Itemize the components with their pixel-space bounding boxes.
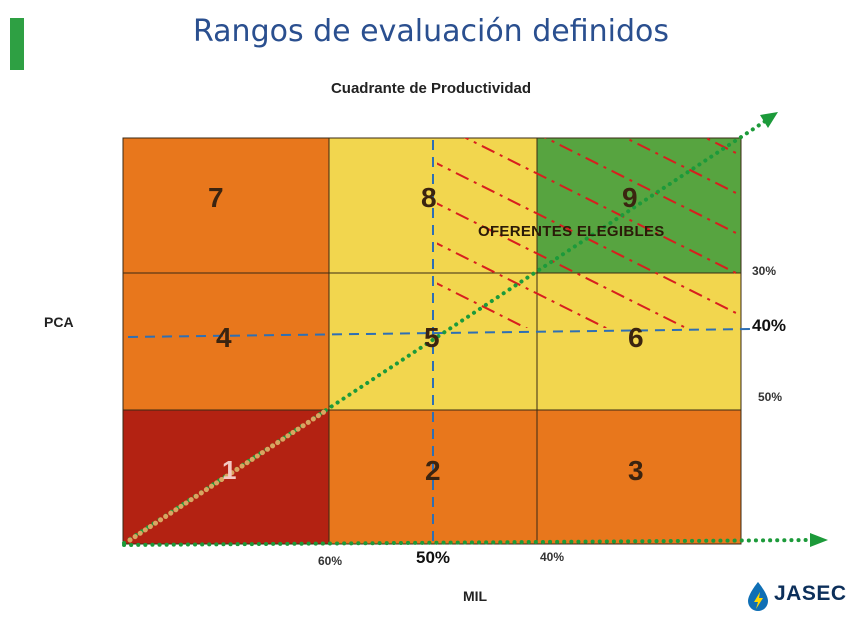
- water-drop-icon: [748, 582, 768, 611]
- quadrant-7-cell: [123, 138, 329, 273]
- quadrant-7-number: 7: [208, 182, 224, 213]
- chart-subtitle: Cuadrante de Productividad: [330, 80, 532, 97]
- scale-bottom-left: 60%: [318, 554, 343, 568]
- x-axis-label: MIL: [463, 588, 488, 604]
- quadrant-5-number: 5: [424, 322, 440, 353]
- y-axis-label: PCA: [44, 314, 74, 330]
- scale-bottom-middle: 50%: [416, 548, 451, 567]
- quadrant-4-number: 4: [216, 322, 232, 353]
- logo-text: JASEC: [774, 582, 847, 605]
- blue-reference-lines: [127, 140, 753, 548]
- x-arrowhead: [810, 533, 828, 547]
- quadrant-9-number: 9: [622, 182, 638, 213]
- eligible-hatch: [437, 138, 741, 328]
- quadrant-2-number: 2: [425, 455, 441, 486]
- quadrant-1-number: 1: [222, 455, 237, 485]
- scale-right-top: 30%: [752, 264, 777, 278]
- quadrant-6-number: 6: [628, 322, 644, 353]
- accent-bar: [10, 18, 24, 70]
- quadrant-3-cell: [537, 410, 741, 544]
- quadrant-3-number: 3: [628, 455, 644, 486]
- diagonal-circle-chain: [127, 407, 330, 543]
- quadrant-6-cell: [537, 273, 741, 410]
- quadrant-8-number: 8: [421, 182, 437, 213]
- quadrant-4-cell: [123, 273, 329, 410]
- scale-right-middle: 40%: [752, 316, 787, 335]
- jasec-logo: JASEC: [744, 580, 862, 612]
- scale-right-bottom: 50%: [758, 390, 783, 404]
- eligible-bidders-label: OFERENTES ELEGIBLES: [478, 223, 665, 240]
- diagonal-arrowhead: [760, 112, 778, 128]
- slide-title: Rangos de evaluación definidos: [192, 14, 669, 49]
- scale-bottom-right: 40%: [540, 550, 565, 564]
